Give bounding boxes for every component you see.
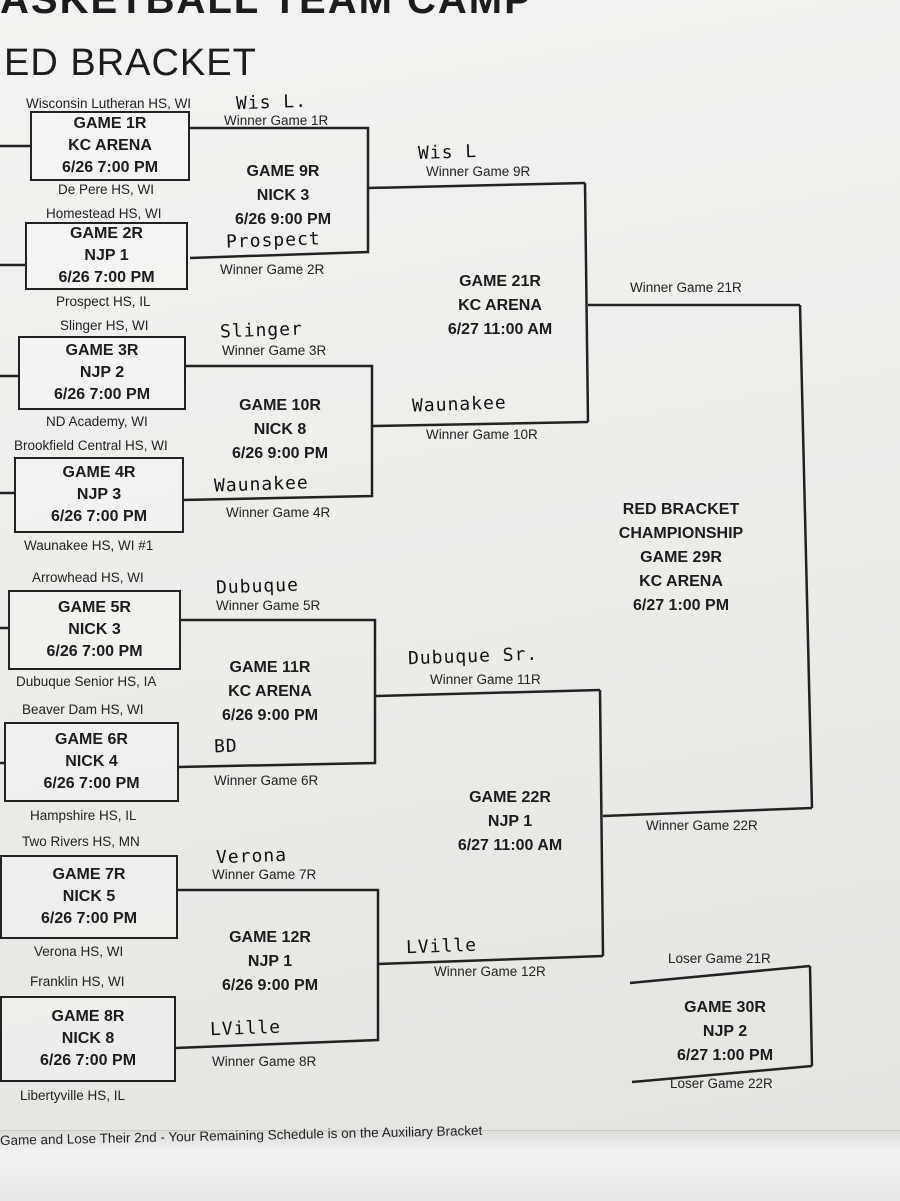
team-slot: De Pere HS, WI	[58, 182, 155, 197]
winner-slot-label: Winner Game 9R	[426, 164, 531, 179]
paper-edge	[0, 1130, 900, 1201]
handwritten-pick: LVille	[405, 934, 478, 959]
team-slot: Brookfield Central HS, WI	[14, 438, 168, 453]
team-slot: Arrowhead HS, WI	[32, 570, 144, 585]
winner-slot-label: Winner Game 21R	[630, 280, 742, 295]
team-slot: Two Rivers HS, MN	[22, 834, 140, 849]
handwritten-pick: Slinger	[219, 318, 304, 343]
handwritten-pick: Waunakee	[411, 392, 508, 417]
winner-slot-label: Winner Game 11R	[430, 672, 541, 687]
winner-slot-label: Winner Game 7R	[212, 867, 317, 882]
camp-title: ASKETBALL TEAM CAMP	[0, 0, 533, 22]
winner-slot-label: Winner Game 8R	[212, 1054, 317, 1069]
team-slot: Dubuque Senior HS, IA	[16, 674, 157, 689]
handwritten-pick: Wis L	[417, 140, 478, 165]
handwritten-pick: LVille	[209, 1016, 282, 1041]
loser-slot-label: Loser Game 21R	[668, 951, 771, 966]
winner-slot-label: Winner Game 4R	[226, 505, 331, 520]
handwritten-pick: Wis L.	[235, 90, 308, 115]
winner-slot-label: Winner Game 2R	[220, 262, 325, 277]
loser-slot-label: Loser Game 22R	[670, 1076, 773, 1091]
team-slot: Prospect HS, IL	[56, 294, 151, 309]
handwritten-pick: BD	[213, 735, 239, 758]
team-slot: Slinger HS, WI	[60, 318, 149, 333]
handwritten-pick: Prospect	[225, 228, 322, 253]
team-slot: Hampshire HS, IL	[30, 808, 137, 823]
team-slot: Wisconsin Lutheran HS, WI	[26, 96, 192, 111]
team-slot: Waunakee HS, WI #1	[24, 538, 154, 553]
handwritten-pick: Verona	[215, 844, 288, 869]
team-slot: Libertyville HS, IL	[20, 1088, 126, 1103]
winner-slot-label: Winner Game 6R	[214, 773, 319, 788]
team-slot: Franklin HS, WI	[30, 974, 125, 989]
team-slot: Homestead HS, WI	[46, 206, 162, 221]
team-slot: ND Academy, WI	[46, 414, 148, 429]
winner-slot-label: Winner Game 12R	[434, 964, 546, 979]
team-slot: Verona HS, WI	[34, 944, 124, 959]
handwritten-pick: Waunakee	[213, 472, 310, 497]
winner-slot-label: Winner Game 3R	[222, 343, 327, 358]
winner-slot-label: Winner Game 22R	[646, 818, 758, 833]
bracket-title: ED BRACKET	[4, 42, 257, 84]
winner-slot-label: Winner Game 10R	[426, 427, 538, 442]
winner-slot-label: Winner Game 1R	[224, 113, 329, 128]
team-slot: Beaver Dam HS, WI	[22, 702, 144, 717]
winner-slot-label: Winner Game 5R	[216, 598, 321, 613]
handwritten-pick: Dubuque	[215, 574, 300, 599]
